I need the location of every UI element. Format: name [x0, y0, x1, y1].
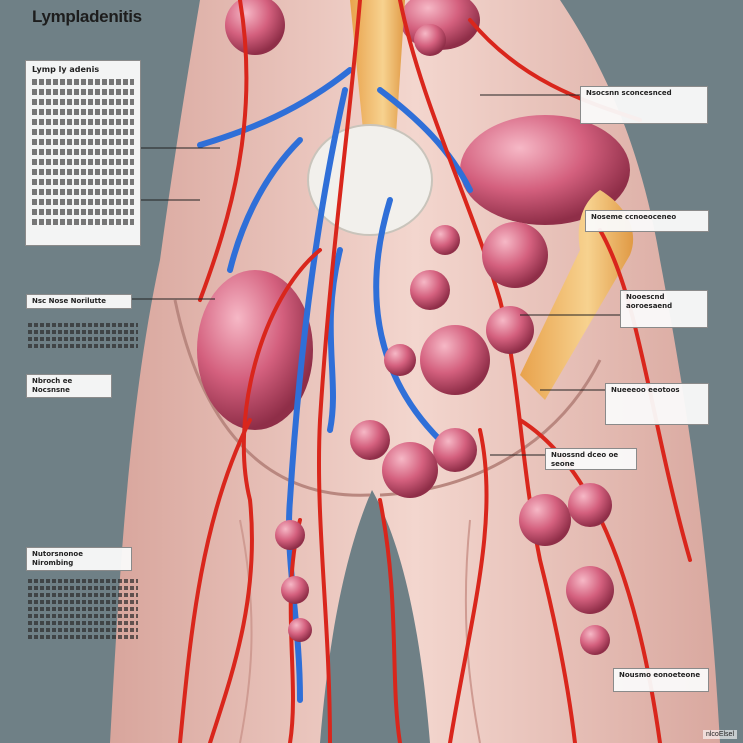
lymph-nodes	[275, 24, 614, 655]
text-line	[32, 99, 134, 105]
text-line	[32, 209, 134, 215]
lymph-node	[382, 442, 438, 498]
text-line	[32, 189, 134, 195]
text-line	[32, 129, 134, 135]
info-panel-heading: Lymp ly adenis	[32, 65, 100, 74]
arteries	[178, 0, 692, 743]
large-node-cluster-left	[197, 270, 313, 430]
lymph-node	[410, 270, 450, 310]
spine-bone	[350, 0, 405, 160]
text-line	[32, 159, 134, 165]
lymph-node	[433, 428, 477, 472]
text-line	[32, 139, 134, 145]
lymph-node	[519, 494, 571, 546]
text-line	[32, 179, 134, 185]
text-line	[32, 199, 134, 205]
text-line	[32, 169, 134, 175]
text-line	[32, 219, 134, 225]
watermark: nlcoElsel	[702, 730, 737, 739]
lymph-node	[281, 576, 309, 604]
label-left-low: Nutorsnonoe Nirombing	[26, 547, 132, 571]
lymph-node	[486, 306, 534, 354]
label-right-mid1: Noseme ccnoeoceneo	[585, 210, 709, 232]
label-right-mid3: Nueeeoo eeotoos	[605, 383, 709, 425]
text-line	[32, 149, 134, 155]
left-top-text	[28, 320, 138, 351]
muscle-line	[239, 519, 253, 743]
label-right-low2: Nousmo eonoeteone	[613, 668, 709, 692]
lymph-node	[566, 566, 614, 614]
leader-lines	[132, 94, 620, 456]
lymph-node	[350, 420, 390, 460]
label-right-low1: Nuossnd dceo oe seone	[545, 448, 637, 470]
text-line	[32, 119, 134, 125]
top-node-left	[225, 0, 285, 55]
lymph-node	[420, 325, 490, 395]
lymph-node	[414, 24, 446, 56]
label-left-mid: Nbroch ee Nocsnsne	[26, 374, 112, 398]
upper-gland-right	[460, 115, 630, 225]
left-low-text	[28, 576, 138, 642]
lymph-node	[384, 344, 416, 376]
label-right-mid2: Nooescnd aoroesaend	[620, 290, 708, 328]
lymph-node	[430, 225, 460, 255]
text-line	[32, 79, 134, 85]
text-line	[32, 89, 134, 95]
lymph-node	[568, 483, 612, 527]
text-line	[32, 109, 134, 115]
label-left-top: Nsc Nose Norilutte	[26, 294, 132, 309]
lymph-node	[580, 625, 610, 655]
info-panel: Lymp ly adenis	[25, 60, 141, 246]
lymph-node	[275, 520, 305, 550]
veins	[197, 67, 473, 703]
lymph-node	[482, 222, 548, 288]
page-title: Lympladenitis	[32, 7, 142, 26]
lymph-node	[288, 618, 312, 642]
label-right-top: Nsocsnn sconcesnced	[580, 86, 708, 124]
